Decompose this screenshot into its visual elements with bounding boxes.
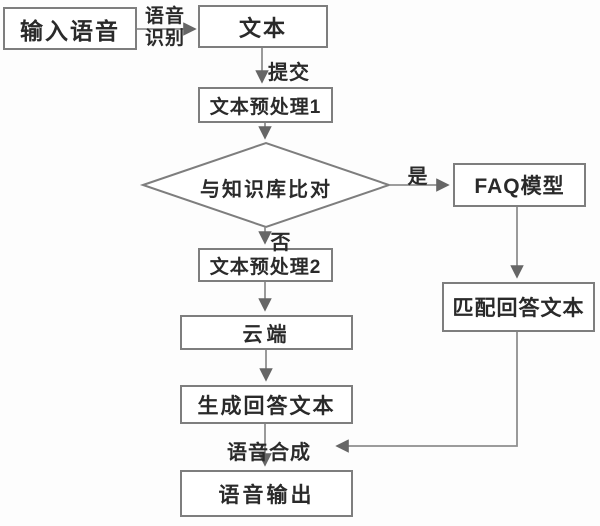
- node-match-answer-text: 匹配回答文本: [442, 282, 595, 332]
- edge-label-speech-recognition: 语音 识别: [140, 6, 190, 50]
- node-text-preprocess-2: 文本预处理2: [198, 248, 333, 282]
- connector-match-to-synthesis: [335, 332, 518, 453]
- edge-label-speech-recognition-line2: 识别: [144, 28, 185, 49]
- decision-knowledge-compare-label: 与知识库比对: [200, 179, 332, 201]
- node-generate-answer-text: 生成回答文本: [180, 385, 353, 424]
- edge-label-yes: 是: [407, 166, 429, 188]
- node-text: 文本: [198, 5, 328, 48]
- edge-label-speech-synthesis: 语音合成: [227, 442, 311, 464]
- edge-label-no: 否: [270, 232, 292, 254]
- node-speech-output: 语音输出: [180, 470, 353, 517]
- node-faq-model: FAQ模型: [453, 163, 586, 207]
- node-text-preprocess-1: 文本预处理1: [198, 87, 333, 123]
- edge-label-speech-recognition-line1: 语音: [144, 6, 185, 27]
- node-input-speech: 输入语音: [3, 7, 137, 50]
- node-cloud: 云端: [180, 315, 353, 350]
- edge-label-submit: 提交: [268, 62, 310, 84]
